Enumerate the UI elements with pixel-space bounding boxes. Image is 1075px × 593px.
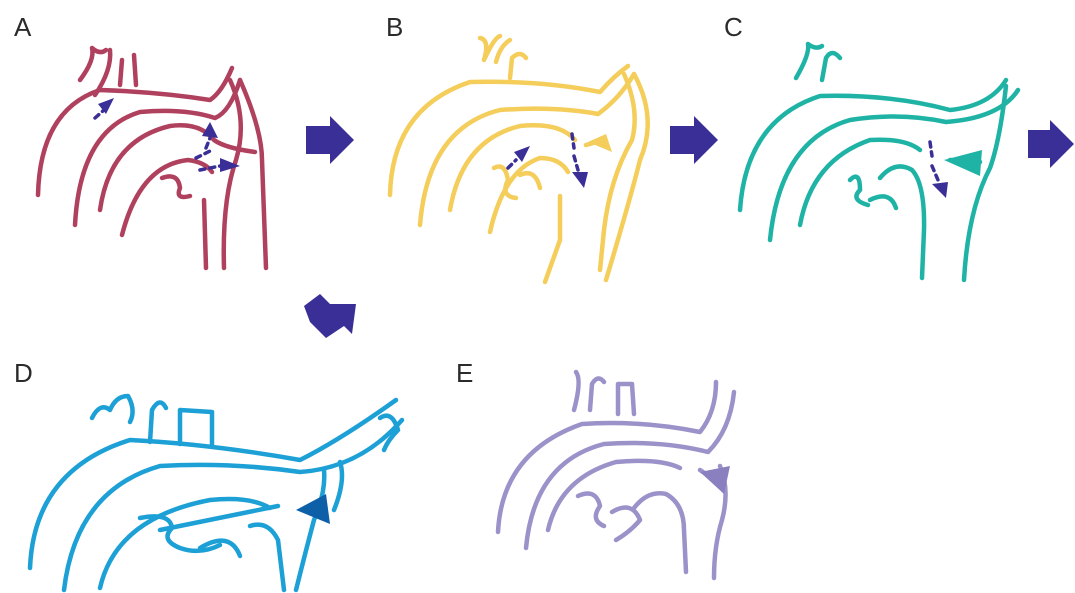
panel-d-heart-vessels — [30, 396, 402, 590]
panel-b-flow-arrows — [508, 134, 588, 188]
flow-direction-arrow-icon — [932, 182, 948, 198]
flow-direction-arrow-icon — [98, 98, 114, 114]
flow-direction-arrow-icon — [572, 172, 588, 188]
panel-e-heart-vessels — [498, 372, 734, 578]
panel-b-heart-vessels — [390, 36, 648, 282]
panel-a-heart-vessels — [38, 48, 266, 268]
right-arrow-icon — [670, 116, 718, 164]
panel-b-duct-constriction — [588, 134, 612, 152]
right-arrow-icon — [1028, 120, 1074, 168]
panel-c-flow-arrows — [930, 142, 948, 198]
right-arrow-icon — [306, 116, 354, 164]
down-right-arrow-icon — [304, 294, 356, 338]
panel-c-duct-ligament — [944, 150, 982, 176]
